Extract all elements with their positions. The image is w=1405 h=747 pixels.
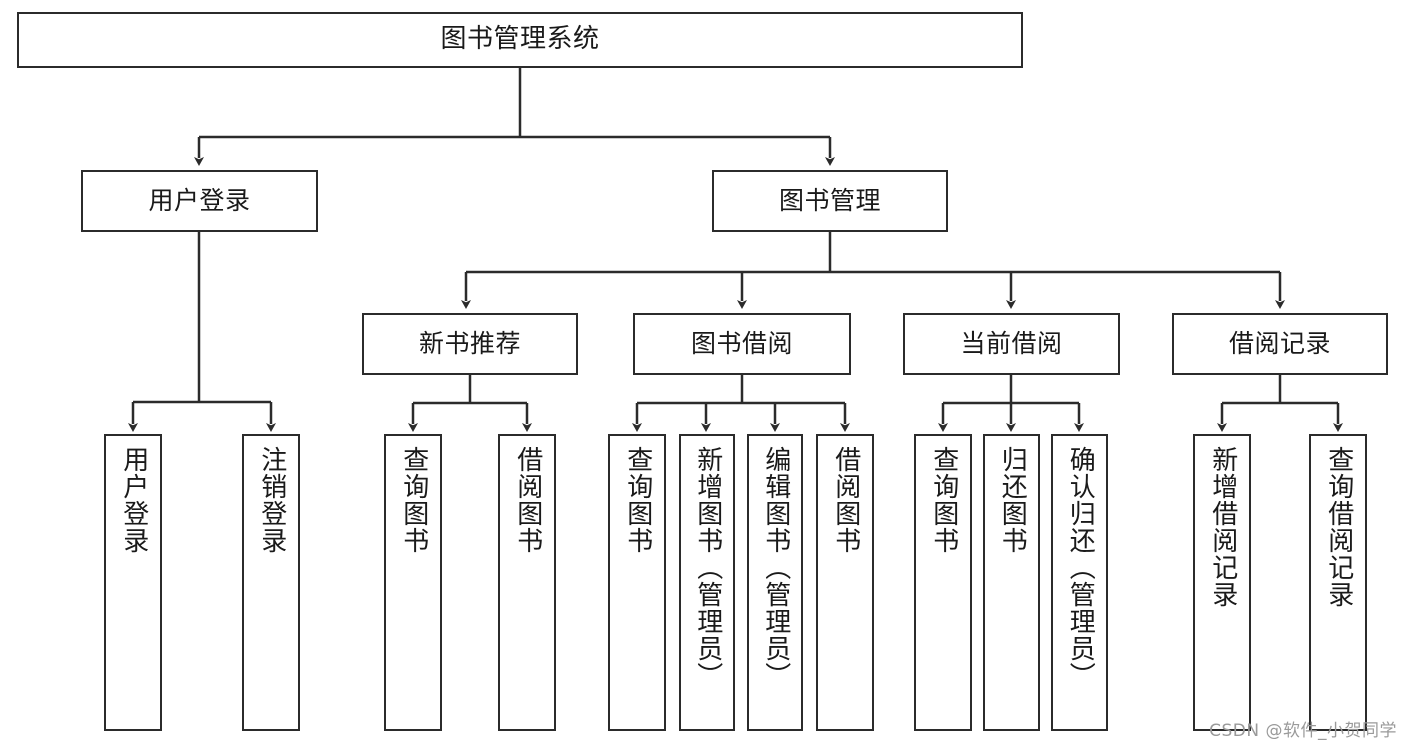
node-new-book-recommend[interactable]: 新书推荐 bbox=[362, 313, 578, 375]
node-book-management[interactable]: 图书管理 bbox=[712, 170, 948, 232]
node-root-book-management-system[interactable]: 图书管理系统 bbox=[17, 12, 1023, 68]
node-label: 借阅图书 bbox=[512, 446, 543, 554]
leaf-new-book-borrow-book[interactable]: 借阅图书 bbox=[498, 434, 556, 731]
node-label: 借阅记录 bbox=[1228, 329, 1331, 358]
node-label: 图书借阅 bbox=[690, 329, 793, 358]
node-label: 注销登录 bbox=[256, 446, 287, 554]
leaf-borrow-record-add-record[interactable]: 新增借阅记录 bbox=[1193, 434, 1251, 731]
node-borrow-record[interactable]: 借阅记录 bbox=[1172, 313, 1388, 375]
leaf-current-borrow-return-book[interactable]: 归还图书 bbox=[983, 434, 1040, 731]
node-book-borrow[interactable]: 图书借阅 bbox=[633, 313, 851, 375]
leaf-user-login-logout[interactable]: 注销登录 bbox=[242, 434, 300, 731]
csdn-watermark: CSDN @软件_小贺同学 bbox=[1209, 721, 1397, 741]
node-label: 查询图书 bbox=[928, 446, 959, 554]
leaf-book-borrow-query-book[interactable]: 查询图书 bbox=[608, 434, 666, 731]
leaf-book-borrow-borrow-book[interactable]: 借阅图书 bbox=[816, 434, 874, 731]
node-label: 用户登录 bbox=[148, 186, 251, 215]
node-user-login[interactable]: 用户登录 bbox=[81, 170, 318, 232]
node-label: 查询图书 bbox=[398, 446, 429, 554]
node-label: 归还图书 bbox=[997, 446, 1028, 554]
leaf-book-borrow-edit-book-admin[interactable]: 编辑图书（管理员） bbox=[747, 434, 803, 731]
node-label: 查询图书 bbox=[622, 446, 653, 554]
node-label: 借阅图书 bbox=[830, 446, 861, 554]
leaf-user-login-login[interactable]: 用户登录 bbox=[104, 434, 162, 731]
node-label: 确认归还（管理员） bbox=[1065, 446, 1096, 689]
node-label: 新增图书（管理员） bbox=[692, 446, 723, 689]
node-label: 图书管理系统 bbox=[440, 24, 600, 55]
node-label: 查询借阅记录 bbox=[1323, 446, 1354, 608]
leaf-book-borrow-add-book-admin[interactable]: 新增图书（管理员） bbox=[679, 434, 735, 731]
leaf-new-book-query-book[interactable]: 查询图书 bbox=[384, 434, 442, 731]
node-label: 新书推荐 bbox=[418, 329, 521, 358]
node-current-borrow[interactable]: 当前借阅 bbox=[903, 313, 1120, 375]
node-label: 用户登录 bbox=[118, 446, 149, 554]
node-label: 新增借阅记录 bbox=[1207, 446, 1238, 608]
leaf-current-borrow-query-book[interactable]: 查询图书 bbox=[914, 434, 972, 731]
leaf-borrow-record-query-record[interactable]: 查询借阅记录 bbox=[1309, 434, 1367, 731]
node-label: 编辑图书（管理员） bbox=[760, 446, 791, 689]
node-label: 当前借阅 bbox=[960, 329, 1063, 358]
leaf-current-borrow-confirm-return-admin[interactable]: 确认归还（管理员） bbox=[1051, 434, 1108, 731]
node-label: 图书管理 bbox=[778, 186, 881, 215]
